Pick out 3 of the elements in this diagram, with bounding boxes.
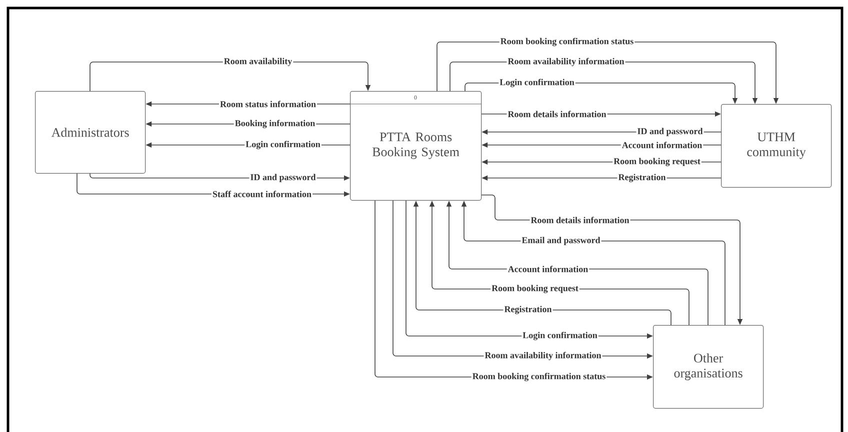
entity-box: Other organisations <box>653 325 764 409</box>
entity-box: UTHM community <box>721 104 832 188</box>
entity-box: Administrators <box>35 91 146 174</box>
